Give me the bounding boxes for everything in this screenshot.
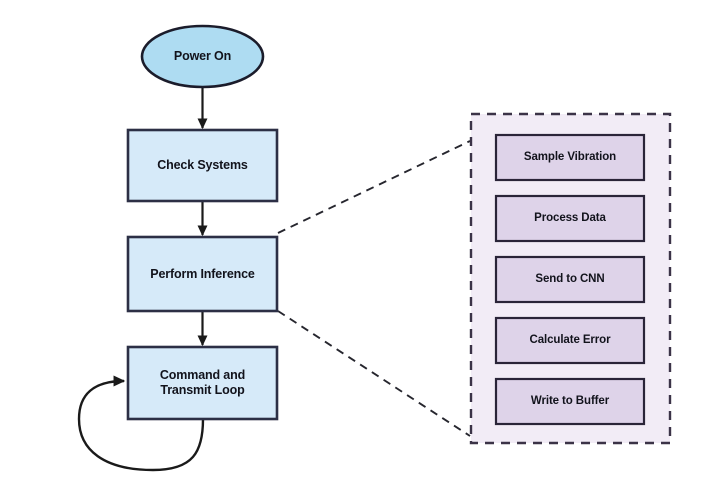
inference-detail-group-border	[469, 112, 672, 445]
inference-expand-top-line	[277, 140, 471, 234]
arrow-command-loop-self-loop	[77, 375, 205, 472]
sub-node-calculate-error-shape[interactable]	[494, 316, 646, 365]
sub-node-process-data-shape[interactable]	[494, 194, 646, 243]
sub-node-write-to-buffer-shape[interactable]	[494, 377, 646, 426]
node-command-transmit-loop-shape[interactable]	[126, 345, 279, 421]
node-check-systems-shape[interactable]	[126, 128, 279, 203]
sub-node-sample-vibration-shape[interactable]	[494, 133, 646, 182]
node-power-on-shape[interactable]	[140, 24, 265, 89]
node-perform-inference-shape[interactable]	[126, 235, 279, 313]
sub-node-send-to-cnn-shape[interactable]	[494, 255, 646, 304]
inference-expand-bottom-line	[277, 310, 471, 437]
